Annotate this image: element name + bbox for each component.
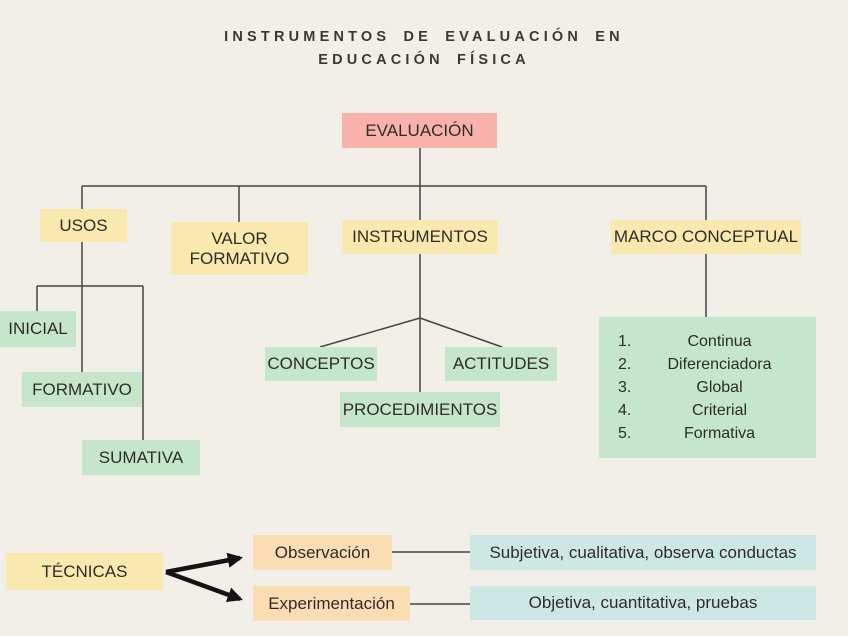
tecnicas-arrows <box>165 552 244 602</box>
node-sumativa: SUMATIVA <box>82 440 200 475</box>
list-item: 2. Diferenciadora <box>599 353 816 376</box>
list-item: 1. Continua <box>599 330 816 353</box>
list-item-number: 2. <box>618 356 632 373</box>
list-item-label: Continua <box>687 333 752 350</box>
node-inicial: INICIAL <box>0 311 76 347</box>
arrow-to-observacion <box>165 552 244 575</box>
list-item: 4. Criterial <box>599 399 816 422</box>
list-item-label: Formativa <box>683 425 756 442</box>
node-conceptos: CONCEPTOS <box>265 347 377 381</box>
list-item-label: Criterial <box>691 402 748 419</box>
node-valor-formativo: VALOR FORMATIVO <box>171 222 308 275</box>
page-title: INSTRUMENTOS DE EVALUACIÓN EN EDUCACIÓN … <box>0 26 848 72</box>
node-observacion: Observación <box>253 535 392 570</box>
list-item-label: Global <box>696 379 743 396</box>
list-item-number: 3. <box>618 379 632 396</box>
node-observacion-description: Subjetiva, cualitativa, observa conducta… <box>470 535 816 570</box>
list-item-label: Diferenciadora <box>667 356 772 373</box>
page-title-line2: EDUCACIÓN FÍSICA <box>318 52 530 68</box>
node-usos: USOS <box>40 209 127 242</box>
node-experimentacion: Experimentación <box>253 586 410 621</box>
list-item: 3. Global <box>599 376 816 399</box>
list-item-number: 4. <box>618 402 632 419</box>
list-item: 5. Formativa <box>599 422 816 445</box>
node-actitudes: ACTITUDES <box>445 347 557 381</box>
node-procedimientos: PROCEDIMIENTOS <box>340 392 500 427</box>
node-tecnicas: TÉCNICAS <box>6 553 163 590</box>
node-evaluacion: EVALUACIÓN <box>342 113 497 148</box>
list-item-number: 1. <box>618 333 632 350</box>
node-marco-conceptual: MARCO CONCEPTUAL <box>611 220 801 254</box>
node-instrumentos: INSTRUMENTOS <box>342 220 498 254</box>
node-formativo: FORMATIVO <box>22 372 142 407</box>
node-experimentacion-description: Objetiva, cuantitativa, pruebas <box>470 586 816 620</box>
page-title-line1: INSTRUMENTOS DE EVALUACIÓN EN <box>224 29 624 45</box>
marco-conceptual-list: 1. Continua 2. Diferenciadora 3. Global … <box>599 317 816 458</box>
arrow-to-experimentacion <box>165 569 243 602</box>
list-item-number: 5. <box>618 425 632 442</box>
